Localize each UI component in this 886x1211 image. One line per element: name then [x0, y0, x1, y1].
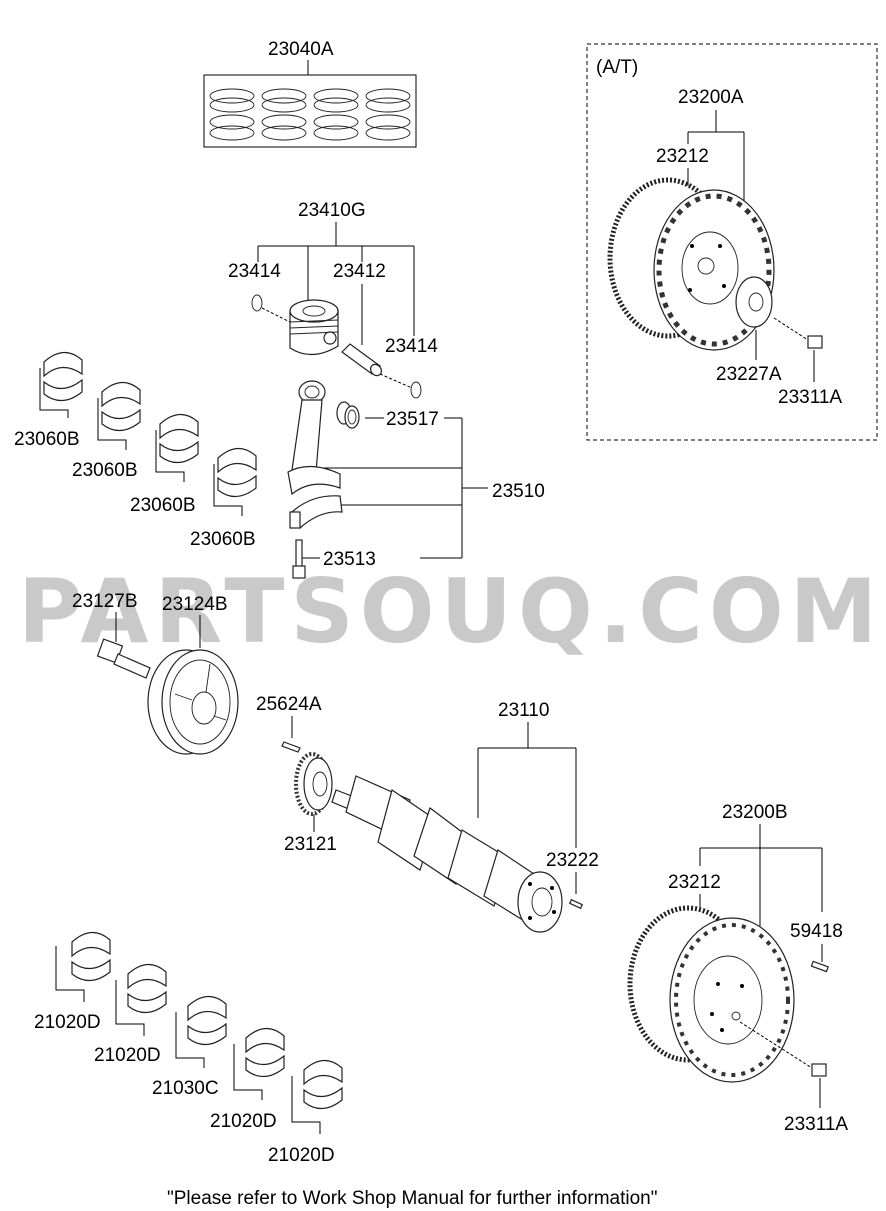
- label-59418[interactable]: 59418: [790, 921, 843, 942]
- label-23060B-3[interactable]: 23060B: [130, 495, 196, 516]
- at-drive-plate-group[interactable]: (A/T) 23200A 23212 23227A 2331: [586, 43, 878, 441]
- damper-pulley-group[interactable]: 23127B 23124B: [72, 591, 239, 755]
- bearing-shell-icon: [155, 413, 199, 482]
- label-23517[interactable]: 23517: [386, 409, 439, 430]
- snap-ring-right-icon: [410, 381, 422, 399]
- piston-icon: [289, 299, 339, 356]
- conrod-bushing-icon: [336, 401, 360, 429]
- main-bearings-group[interactable]: 21020D 21020D 21030C 21020D 21020D: [34, 931, 343, 1166]
- label-23127B[interactable]: 23127B: [72, 591, 138, 612]
- label-21020D-1[interactable]: 21020D: [34, 1012, 101, 1033]
- bearing-shell-icon: [291, 1059, 343, 1134]
- label-23412[interactable]: 23412: [333, 261, 386, 282]
- label-23311A-at[interactable]: 23311A: [778, 387, 842, 408]
- label-23060B-4[interactable]: 23060B: [190, 529, 256, 550]
- conrod-bearings-group[interactable]: 23060B 23060B 23060B 23060B: [14, 351, 257, 550]
- bolt-at-icon: [807, 335, 823, 382]
- sprocket-icon: [294, 752, 333, 816]
- bearing-shell-icon: [175, 995, 227, 1068]
- label-21030C[interactable]: 21030C: [152, 1078, 219, 1099]
- watermark: PARTSOUQ.COM: [18, 560, 883, 663]
- label-23513[interactable]: 23513: [323, 549, 376, 570]
- flywheel-group[interactable]: 23200B 23212 59418 23311A: [627, 802, 848, 1135]
- label-23200A[interactable]: 23200A: [678, 87, 744, 108]
- piston-rings-icon: [209, 88, 411, 141]
- damper-pulley-icon: [147, 649, 239, 755]
- pulley-bolt-icon: [96, 638, 151, 679]
- label-23060B-2[interactable]: 23060B: [72, 460, 138, 481]
- bearing-shell-icon: [39, 351, 83, 418]
- pin-icon: [568, 898, 584, 910]
- key-sprocket-group[interactable]: 25624A 23121: [256, 694, 337, 855]
- label-23060B-1[interactable]: 23060B: [14, 429, 80, 450]
- piston-rings-group[interactable]: 23040A: [203, 39, 417, 148]
- crankshaft-icon: [331, 775, 563, 933]
- label-23510[interactable]: 23510: [492, 481, 545, 502]
- conrod-assy-group[interactable]: 23517 23510 23513: [287, 380, 545, 579]
- label-23222[interactable]: 23222: [546, 850, 599, 871]
- label-23124B[interactable]: 23124B: [162, 594, 228, 615]
- snap-ring-left-icon: [251, 294, 291, 323]
- bearing-shell-icon: [213, 447, 257, 516]
- label-23410G[interactable]: 23410G: [298, 200, 366, 221]
- at-box-label: (A/T): [596, 57, 638, 78]
- label-23227A[interactable]: 23227A: [716, 364, 782, 385]
- connecting-rod-icon: [287, 380, 341, 496]
- bolt-mt-icon: [811, 1063, 827, 1108]
- dowel-pin-icon: [810, 960, 829, 973]
- piston-assy-group[interactable]: 23410G 23414 23412 23414: [228, 200, 438, 399]
- bearing-shell-icon: [97, 381, 141, 450]
- flywheel-icon: [669, 917, 813, 1083]
- bearing-shell-icon: [233, 1027, 285, 1100]
- label-23121[interactable]: 23121: [284, 834, 337, 855]
- crankshaft-group[interactable]: 23110 23222: [331, 700, 599, 933]
- adapter-plate-icon: [735, 276, 809, 341]
- label-23040A[interactable]: 23040A: [268, 39, 334, 60]
- label-23414-left[interactable]: 23414: [228, 261, 281, 282]
- label-23414-right[interactable]: 23414: [385, 336, 438, 357]
- conrod-cap-icon: [289, 495, 343, 529]
- bearing-shell-icon: [55, 931, 111, 1002]
- key-icon: [281, 741, 301, 753]
- conrod-bolt-icon: [292, 539, 306, 579]
- label-25624A[interactable]: 25624A: [256, 694, 322, 715]
- label-23212-at[interactable]: 23212: [656, 146, 709, 167]
- piston-pin-icon: [341, 343, 413, 389]
- label-23110[interactable]: 23110: [498, 700, 549, 721]
- label-21020D-2[interactable]: 21020D: [94, 1045, 161, 1066]
- label-21020D-5[interactable]: 21020D: [268, 1145, 335, 1166]
- label-23212-mt[interactable]: 23212: [668, 872, 721, 893]
- footer-note: "Please refer to Work Shop Manual for fu…: [167, 1188, 657, 1209]
- label-23311A-mt[interactable]: 23311A: [784, 1114, 848, 1135]
- label-23200B[interactable]: 23200B: [722, 802, 788, 823]
- bearing-shell-icon: [115, 963, 167, 1036]
- label-21020D-4[interactable]: 21020D: [210, 1111, 277, 1132]
